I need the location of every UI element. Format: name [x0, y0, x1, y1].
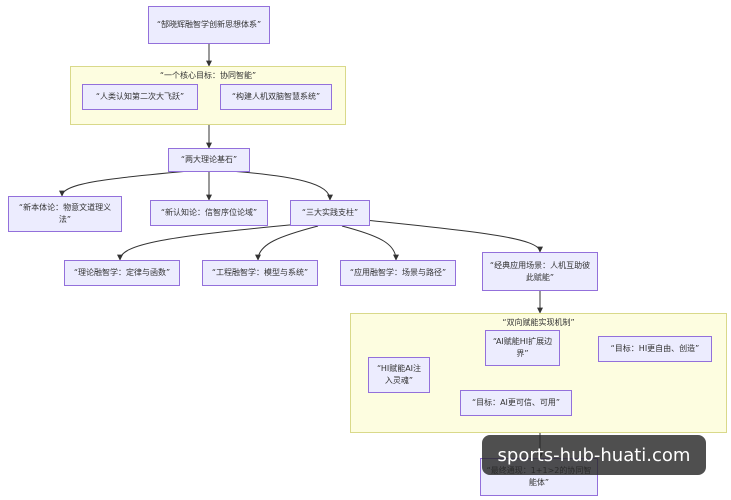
node-human-leap[interactable]: “人类认知第二次大飞跃”	[82, 84, 198, 110]
node-goal-ai[interactable]: “目标：AI更可信、可用”	[460, 390, 572, 416]
node-hm-system[interactable]: “构建人机双脑智慧系统”	[220, 84, 332, 110]
node-application-pillar[interactable]: “应用融智学：场景与路径”	[340, 260, 456, 286]
node-classic-scene-label: “经典应用场景：人机互助彼此赋能”	[489, 260, 591, 282]
node-ai-empowers-hi-label: “AI赋能HI扩展边界”	[492, 337, 553, 358]
node-hi-empowers-ai[interactable]: “HI赋能AI注入灵魂”	[368, 357, 430, 393]
node-epistemology-label: “新认知论：信智序位论域”	[160, 208, 258, 217]
edge-two-theories-to-three-pillars	[217, 169, 333, 201]
node-goal-hi-label: “目标：HI更自由、创造”	[610, 344, 700, 353]
node-epistemology[interactable]: “新认知论：信智序位论域”	[150, 200, 268, 226]
node-two-theories[interactable]: “两大理论基石”	[168, 148, 250, 172]
node-hi-empowers-ai-label: “HI赋能AI注入灵魂”	[376, 364, 422, 385]
watermark-text: sports-hub-huati.com	[497, 444, 691, 466]
edge-pillars-to-application	[341, 225, 399, 261]
group-dual-mechanism-label: “双向赋能实现机制”	[502, 318, 575, 327]
node-hm-system-label: “构建人机双脑智慧系统”	[231, 92, 321, 101]
node-application-pillar-label: “应用融智学：场景与路径”	[349, 268, 447, 277]
node-engineering-pillar-label: “工程融智学：模型与系统”	[211, 268, 309, 277]
node-human-leap-label: “人类认知第二次大飞跃”	[95, 92, 185, 101]
edge-pillars-to-classic-scene	[364, 219, 543, 253]
node-ontology[interactable]: “新本体论：物意文道理义法”	[8, 196, 122, 232]
node-ontology-label: “新本体论：物意文道理义法”	[18, 203, 112, 224]
node-theory-pillar[interactable]: “理论融智学：定律与函数”	[64, 260, 180, 286]
watermark-banner: sports-hub-huati.com	[482, 435, 706, 475]
node-root-label: “郜晓辉融智学创新思想体系”	[156, 20, 262, 29]
node-goal-ai-label: “目标：AI更可信、可用”	[471, 398, 561, 407]
group-core-goal-label: “一个核心目标：协同智能”	[159, 71, 257, 80]
node-two-theories-label: “两大理论基石”	[180, 155, 238, 164]
node-root[interactable]: “郜晓辉融智学创新思想体系”	[148, 6, 270, 44]
node-engineering-pillar[interactable]: “工程融智学：模型与系统”	[202, 260, 318, 286]
node-three-pillars-label: “三大实践支柱”	[301, 208, 359, 217]
node-goal-hi[interactable]: “目标：HI更自由、创造”	[598, 336, 712, 362]
node-theory-pillar-label: “理论融智学：定律与函数”	[73, 268, 171, 277]
node-three-pillars[interactable]: “三大实践支柱”	[290, 200, 370, 226]
edge-pillars-to-engineering	[255, 225, 319, 261]
node-ai-empowers-hi[interactable]: “AI赋能HI扩展边界”	[485, 330, 560, 366]
node-classic-scene[interactable]: “经典应用场景：人机互助彼此赋能”	[482, 252, 598, 291]
edge-pillars-to-theory	[117, 223, 301, 261]
edge-two-theories-to-ontology	[59, 169, 201, 197]
